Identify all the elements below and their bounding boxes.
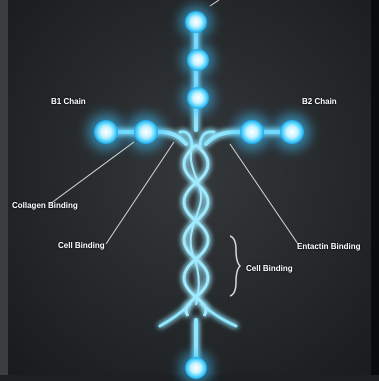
domain-spheres: [88, 6, 310, 381]
coiled-coil-helix: [184, 145, 208, 316]
collagen-binding-pointer: [50, 142, 134, 204]
entactin-binding-label: Entactin Binding: [297, 242, 361, 251]
b1-chain-label: B1 Chain: [51, 97, 86, 106]
cell-binding-left-label: Cell Binding: [58, 241, 105, 250]
sphere-right-inner: [234, 114, 270, 150]
cell-binding-right-label: Cell Binding: [246, 264, 293, 273]
sphere-left-inner: [128, 114, 164, 150]
b2-chain-label: B2 Chain: [302, 97, 337, 106]
sphere-right-outer: [274, 114, 310, 150]
sphere-top-3: [182, 82, 214, 114]
right-foot: [202, 304, 236, 326]
cell-binding-bracket: [230, 236, 240, 296]
sphere-top-2: [182, 44, 214, 76]
cell-binding-left-pointer: [106, 142, 174, 244]
entactin-binding-pointer: [230, 144, 298, 244]
sphere-top-1: [180, 6, 212, 38]
top-pointer-line: [210, 0, 219, 6]
collagen-binding-label: Collagen Binding: [12, 201, 78, 210]
sphere-bottom: [180, 352, 212, 381]
sphere-left-outer: [88, 114, 124, 150]
helix-strand-c: [191, 148, 202, 305]
